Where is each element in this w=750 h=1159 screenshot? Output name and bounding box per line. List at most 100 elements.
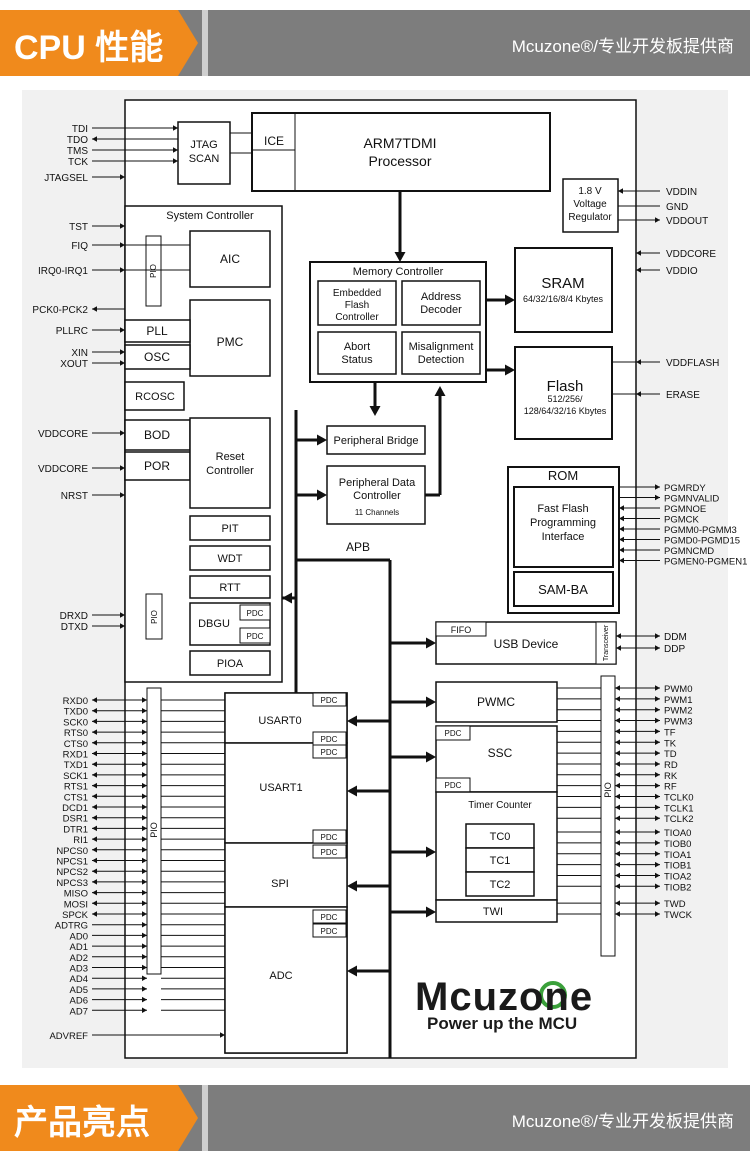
pin-left-21-arrow <box>142 921 147 928</box>
misalignment-label-line-0: Misalignment <box>409 341 474 353</box>
pin-right-4-arrow <box>655 728 660 735</box>
pin-left-9: CTS1 <box>64 792 88 803</box>
bod-block <box>124 419 191 451</box>
mem-flash-arrow <box>505 364 515 376</box>
por-label: POR <box>144 459 170 473</box>
pin-right-11-arrow-l <box>615 804 620 811</box>
rcosc-block <box>124 381 185 411</box>
pin-right-19: TWD <box>664 899 686 910</box>
pin-sys-3: PCK0-PCK2 <box>32 305 88 316</box>
reset-label-line-0: Reset <box>216 451 245 463</box>
pin-left-19: MOSI <box>64 899 88 910</box>
pin-tms: TMS <box>67 146 88 157</box>
pin-pgm-7: PGMEN0-PGMEN1 <box>664 557 747 568</box>
pin-left-2: SCK0 <box>63 717 88 728</box>
peripheral-data-label-line-1: Controller <box>353 490 401 502</box>
pin-pgm-3: PGMCK <box>664 515 700 526</box>
apb-left-periph-arrow-0 <box>347 715 357 727</box>
bridge-apb-arrow <box>317 434 327 446</box>
top-banner: CPU 性能 Mcuzone®/专业开发板提供商 <box>0 10 750 76</box>
pin-sys-2-arrow <box>120 267 125 273</box>
sram-sizes: 64/32/16/8/4 Kbytes <box>523 294 604 304</box>
bottom-banner: 产品亮点 Mcuzone®/专业开发板提供商 <box>0 1085 750 1151</box>
aic-label: AIC <box>220 252 240 266</box>
pin-right-16: TIOB1 <box>664 861 691 872</box>
pin-power-3-arrow <box>636 250 641 256</box>
rcosc-label: RCOSC <box>135 391 175 403</box>
pin-pgm-6: PGMNCMD <box>664 546 714 557</box>
pin-left-19-arrow-l <box>92 900 97 907</box>
pin-right-20-arrow <box>655 911 660 917</box>
pin-tdi-arrow <box>173 125 178 131</box>
pin-sys-9: NRST <box>61 491 88 502</box>
ssc-pdc-2-label: PDC <box>445 781 462 790</box>
fifo-block <box>435 621 487 637</box>
pin-left-6-arrow <box>142 761 147 767</box>
pin-right-7-arrow-l <box>615 761 620 767</box>
abort-status-label-line-0: Abort <box>344 341 370 353</box>
pin-left-18: MISO <box>64 889 88 900</box>
fast-flash-block <box>513 486 614 568</box>
pin-left-19-arrow <box>142 900 147 907</box>
pin-left-16-arrow <box>142 868 147 874</box>
flash-sizes-line-0: 512/256/ <box>547 394 583 404</box>
pin-left-22-arrow <box>142 932 147 939</box>
pin-sys-4: PLLRC <box>56 326 88 337</box>
sys-pio-label: PIO <box>149 264 158 278</box>
pin-left-4-arrow <box>142 740 147 746</box>
brand-text-bottom: Mcuzone®/专业开发板提供商 <box>511 1112 734 1131</box>
fast-flash-label-line-0: Fast Flash <box>537 503 588 515</box>
pin-pgm-7-arrow <box>619 557 624 564</box>
pin-left-27-arrow <box>142 986 147 992</box>
pin-left-2-arrow-l <box>92 718 97 725</box>
pin-pgm-5: PGMD0-PGMD15 <box>664 536 740 547</box>
pin-right-13-arrow-l <box>615 829 620 835</box>
pin-pgm-4: PGMM0-PGMM3 <box>664 525 737 536</box>
processor-label-line-0: ARM7TDMI <box>363 135 436 151</box>
pin-right-6-arrow <box>655 750 660 756</box>
logo-power-icon <box>539 981 567 1009</box>
pin-left-11: DSR1 <box>63 814 88 825</box>
pin-left-18-arrow-l <box>92 889 97 896</box>
pin-sys-11-arrow <box>120 623 125 629</box>
pin-right-6: TD <box>664 749 677 760</box>
usart0-label: USART0 <box>258 715 301 727</box>
pin-right-14-arrow-l <box>615 840 620 846</box>
pin-left-0-arrow-l <box>92 697 97 703</box>
pin-tdo-arrow <box>92 136 97 142</box>
pin-left-3-arrow <box>142 729 147 735</box>
ssc-label: SSC <box>488 746 513 760</box>
pin-left-6: TXD1 <box>64 760 88 771</box>
pin-right-9: RF <box>664 782 677 793</box>
pin-left-28: AD6 <box>70 996 88 1007</box>
regulator-block <box>562 178 619 233</box>
pin-power-2: VDDOUT <box>666 216 708 227</box>
mcuzone-logo: Mcuzone Power up the MCU <box>415 975 625 1034</box>
pin-left-29-arrow <box>142 1007 147 1014</box>
pwmc-block <box>435 681 558 723</box>
jtag-label-line-0: JTAG <box>190 139 217 151</box>
pin-right-6-arrow-l <box>615 750 620 756</box>
pin-left-14: NPCS0 <box>56 846 88 857</box>
abort-status-label-line-1: Status <box>341 354 373 366</box>
apb-left-periph-arrow-1 <box>347 785 357 797</box>
pin-sys-5: XIN <box>71 348 88 359</box>
pin-left-3: RTS0 <box>64 728 88 739</box>
twi-label: TWI <box>483 906 503 918</box>
pin-sys-1-arrow <box>120 242 125 248</box>
dbgu-pdc-2-label: PDC <box>247 632 264 641</box>
left-pdc-5 <box>312 909 347 924</box>
flash-block <box>514 346 613 440</box>
pin-tdi: TDI <box>72 124 88 135</box>
pin-left-7-arrow-l <box>92 772 97 778</box>
pin-power-2-arrow <box>655 217 660 223</box>
pin-sys-0: TST <box>69 222 88 233</box>
pin-left-14-arrow-l <box>92 847 97 853</box>
left-pdc-4 <box>312 844 347 859</box>
logo-word: Mcuzone <box>415 975 594 1019</box>
pin-right-2: PWM2 <box>664 706 693 717</box>
pin-left-24: AD2 <box>70 953 88 964</box>
pin-pgm-1-arrow <box>655 494 660 501</box>
pin-left-29: AD7 <box>70 1006 88 1017</box>
pin-power-6: ERASE <box>666 390 700 401</box>
